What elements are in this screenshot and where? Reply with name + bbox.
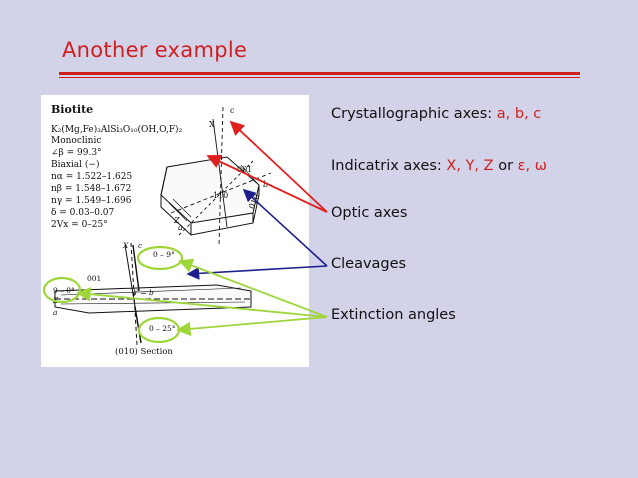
section-axis-z: Z (52, 296, 59, 305)
axis-label-x: X (209, 120, 215, 129)
two-v: 2Vx = 0–25° (51, 220, 108, 230)
face-label-110: 110 (213, 191, 228, 200)
indicatrix-axes-label: Indicatrix axes: X, Y, Z or ε, ω (331, 158, 547, 174)
optic-axes-label: Optic axes (331, 205, 408, 221)
crystal-system: Monoclinic (51, 136, 102, 146)
beta-angle: ∠β = 99.3° (51, 148, 102, 158)
chemical-formula: K₂(Mg,Fe)₃AlSi₃O₁₀(OH,O,F)₂ (51, 125, 183, 135)
optic-sign: Biaxial (−) (51, 160, 100, 170)
section-axis-a: a (53, 308, 57, 317)
cleavages-label: Cleavages (331, 256, 407, 272)
crystal-diagram: c X 001 010 110 b Z a 001 0 – 9° 9 – 0° … (52, 106, 272, 346)
n-alpha: nα = 1.522–1.625 (51, 172, 133, 182)
crystallographic-prefix: Crystallographic axes: (331, 106, 497, 122)
title-underline-thin (59, 77, 580, 78)
n-beta: nβ = 1.548–1.672 (51, 184, 132, 194)
axis-label-b: b (263, 180, 268, 189)
section-axis-y: Y = b (133, 288, 154, 297)
crystallographic-values: a, b, c (496, 106, 542, 122)
extinction-angles-label: Extinction angles (331, 307, 456, 323)
section-face-001: 001 (87, 274, 101, 283)
axis-label-z: Z (173, 216, 180, 225)
extinction-angle-bottom: 0 – 25° (149, 324, 176, 333)
indicatrix-greek: ε, ω (517, 158, 547, 174)
biotite-figure: Biotite K₂(Mg,Fe)₃AlSi₃O₁₀(OH,O,F)₂ Mono… (41, 95, 309, 367)
extinction-angle-left: 9 – 0° (53, 286, 75, 295)
mineral-name: Biotite (51, 103, 94, 116)
crystallographic-axes-label: Crystallographic axes: a, b, c (331, 106, 541, 122)
indicatrix-prefix: Indicatrix axes: (331, 158, 447, 174)
slide-title: Another example (62, 38, 248, 62)
extinction-angle-top: 0 – 9° (153, 250, 175, 259)
section-axis-c: c (138, 241, 143, 250)
indicatrix-or: or (493, 158, 518, 174)
title-underline-thick (59, 72, 580, 75)
birefringence: δ = 0.03–0.07 (51, 208, 115, 218)
n-gamma: nγ = 1.549–1.696 (51, 196, 132, 206)
axis-label-c: c (230, 106, 235, 115)
section-caption: (010) Section (115, 347, 173, 357)
face-label-001: 001 (237, 165, 252, 174)
axis-label-a: a (178, 223, 183, 232)
indicatrix-values: X, Y, Z (446, 158, 494, 174)
section-axis-x: X (122, 241, 129, 250)
